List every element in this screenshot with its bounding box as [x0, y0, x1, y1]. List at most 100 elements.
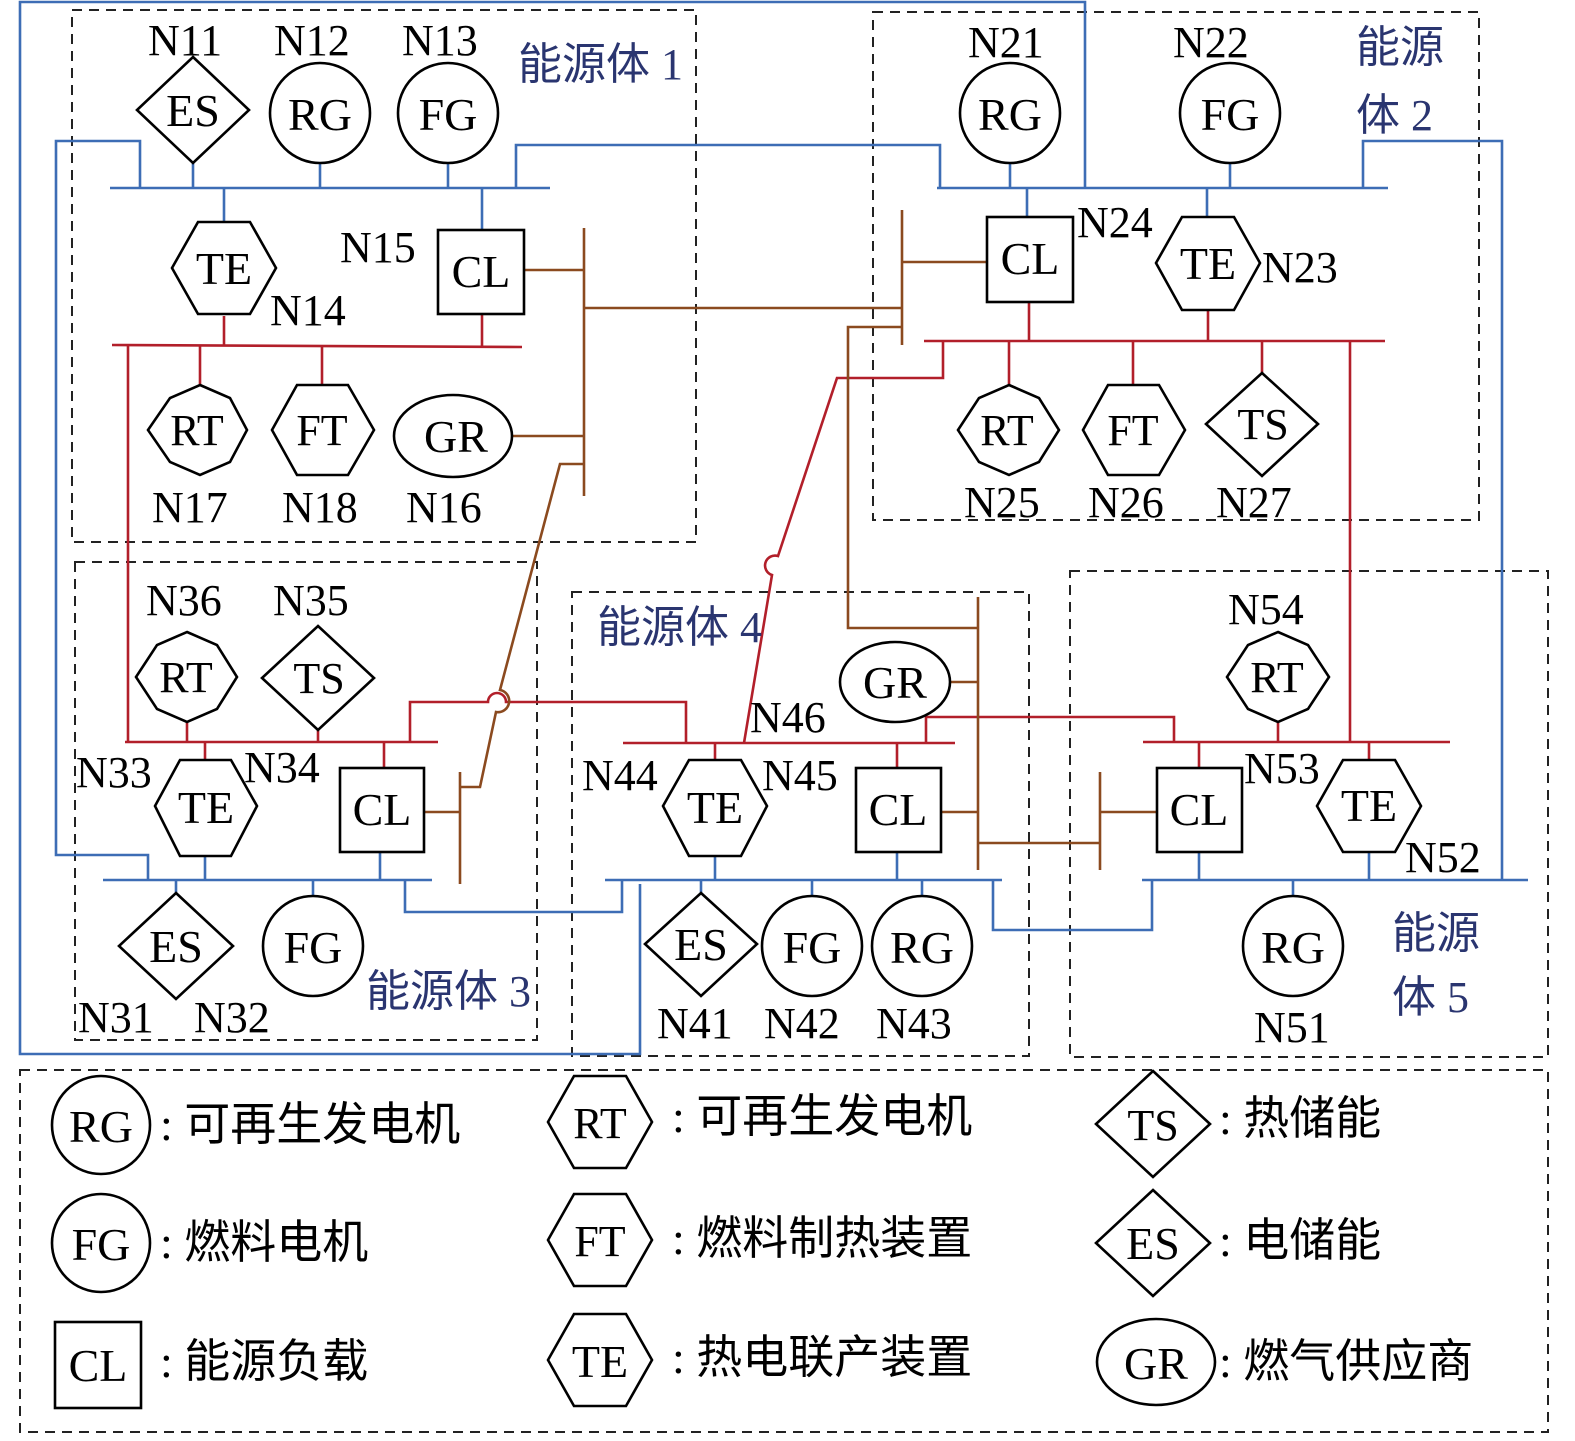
- gr-n16[interactable]: GR: [392, 393, 514, 479]
- symbol-label: ES: [166, 85, 220, 136]
- symbol-label: RT: [1250, 653, 1304, 702]
- symbol-label: ES: [149, 921, 203, 972]
- legend-text-fg: : 燃料电机: [160, 1217, 368, 1268]
- cl-n15[interactable]: CL: [436, 228, 526, 316]
- es-n11[interactable]: ES: [135, 55, 251, 165]
- symbol-label: RT: [170, 406, 224, 455]
- symbol-label: TE: [572, 1336, 628, 1387]
- rg-n51[interactable]: RG: [1241, 894, 1345, 998]
- electric-bus-1: [111, 343, 523, 349]
- thermal-link-1-3: [54, 139, 150, 880]
- legend-text-rg: : 可再生发电机: [160, 1099, 460, 1150]
- gas-link-2-4: [846, 325, 978, 630]
- rg-n43[interactable]: RG: [870, 894, 974, 998]
- te-n44[interactable]: TE: [661, 758, 769, 858]
- te-n52[interactable]: TE: [1315, 758, 1423, 854]
- node-label-n25: N25: [964, 478, 1040, 527]
- symbol-label: TE: [1341, 780, 1397, 831]
- gas-link-1-3: [460, 462, 584, 789]
- electric-network: [111, 302, 1450, 768]
- legend-text-cl: : 能源负载: [160, 1336, 368, 1387]
- region-5-boundary: [1069, 570, 1549, 1058]
- symbol-label: RG: [69, 1101, 133, 1152]
- thermal-link-2-5: [1361, 139, 1504, 880]
- node-label-n34: N34: [244, 743, 320, 792]
- legend-text-ft: : 燃料制热装置: [672, 1213, 972, 1264]
- electric-link-2-4: [742, 341, 945, 744]
- cl-n24[interactable]: CL: [985, 215, 1075, 304]
- cl-n45[interactable]: CL: [854, 766, 943, 854]
- rt-n25[interactable]: RT: [956, 383, 1061, 477]
- region-3-devices: RT TS TE CL ES FG: [117, 624, 426, 1001]
- region-4-boundary: [571, 591, 1030, 1057]
- legend-item-ft: FT : 燃料制热装置: [546, 1192, 972, 1288]
- rt-n17[interactable]: RT: [146, 383, 249, 477]
- symbol-label: CL: [452, 246, 511, 297]
- legend-item-rg: RG : 可再生发电机: [50, 1074, 460, 1176]
- symbol-label: RG: [288, 89, 352, 140]
- legend-item-es: ES : 电储能: [1094, 1188, 1381, 1298]
- thermal-link-3-4: [403, 880, 624, 914]
- rt-n36[interactable]: RT: [134, 630, 239, 724]
- fg-n22[interactable]: FG: [1178, 61, 1282, 165]
- thermal-network: [18, 0, 1528, 1056]
- symbol-label: RT: [980, 406, 1034, 455]
- region-label-2-line1: 能源: [1356, 23, 1444, 72]
- fg-n32[interactable]: FG: [261, 894, 365, 998]
- node-label-n45: N45: [762, 751, 838, 800]
- symbol-label: FG: [1201, 89, 1260, 140]
- rg-n12[interactable]: RG: [268, 61, 372, 165]
- electric-link-3-4: [408, 691, 688, 743]
- node-label-n51: N51: [1254, 1003, 1330, 1052]
- te-n14[interactable]: TE: [170, 220, 278, 316]
- symbol-label: GR: [863, 657, 927, 708]
- ts-n35[interactable]: TS: [260, 624, 376, 732]
- rg-n21[interactable]: RG: [958, 61, 1062, 165]
- node-label-n14: N14: [270, 286, 346, 335]
- node-label-n35: N35: [273, 576, 349, 625]
- rt-n54[interactable]: RT: [1225, 630, 1331, 724]
- symbol-label: CL: [1170, 784, 1229, 835]
- ts-n27[interactable]: TS: [1204, 371, 1320, 478]
- gr-n46[interactable]: GR: [838, 640, 952, 724]
- te-n23[interactable]: TE: [1154, 215, 1262, 312]
- node-label-n22: N22: [1173, 18, 1249, 67]
- node-label-n13: N13: [402, 16, 478, 65]
- node-labels: N11 N12 N13 N14 N15 N16 N17 N18 N21 N22 …: [76, 16, 1481, 1052]
- symbol-label: RT: [159, 653, 213, 702]
- symbol-label: FT: [574, 1217, 625, 1266]
- thermal-outer-loop: [18, 0, 1087, 1056]
- symbol-label: ES: [1126, 1218, 1180, 1269]
- te-n33[interactable]: TE: [153, 758, 259, 858]
- region-2-devices: RG FG CL TE RT FT TS: [956, 61, 1320, 478]
- node-label-n43: N43: [876, 999, 952, 1048]
- region-3-boundary: [74, 561, 538, 1041]
- node-label-n42: N42: [764, 999, 840, 1048]
- es-n41[interactable]: ES: [643, 891, 759, 998]
- es-n31[interactable]: ES: [117, 891, 235, 1001]
- symbol-label: TE: [687, 782, 743, 833]
- symbol-label: FT: [296, 406, 347, 455]
- symbol-label: FG: [783, 922, 842, 973]
- fg-n13[interactable]: FG: [396, 61, 500, 165]
- cl-n53[interactable]: CL: [1155, 766, 1244, 854]
- symbol-label: CL: [69, 1340, 128, 1391]
- node-label-n44: N44: [582, 751, 658, 800]
- ft-n26[interactable]: FT: [1081, 383, 1187, 477]
- node-label-n11: N11: [148, 16, 222, 65]
- legend-item-cl: CL : 能源负载: [53, 1320, 368, 1410]
- legend-text-es: : 电储能: [1219, 1215, 1381, 1266]
- legend-item-te: TE : 热电联产装置: [546, 1312, 972, 1408]
- symbol-label: ES: [674, 919, 728, 970]
- symbol-label: RG: [1261, 922, 1325, 973]
- region-1-devices: ES RG FG TE CL RT FT GR: [135, 55, 526, 479]
- ft-n18[interactable]: FT: [270, 383, 376, 477]
- gas-network: [424, 210, 1157, 884]
- legend-item-rt: RT : 可再生发电机: [546, 1074, 972, 1170]
- node-label-n41: N41: [657, 999, 733, 1048]
- fg-n42[interactable]: FG: [760, 894, 864, 998]
- region-2-boundary: [872, 11, 1480, 521]
- cl-n34[interactable]: CL: [338, 766, 426, 854]
- node-label-n27: N27: [1216, 478, 1292, 527]
- node-label-n24: N24: [1077, 198, 1153, 247]
